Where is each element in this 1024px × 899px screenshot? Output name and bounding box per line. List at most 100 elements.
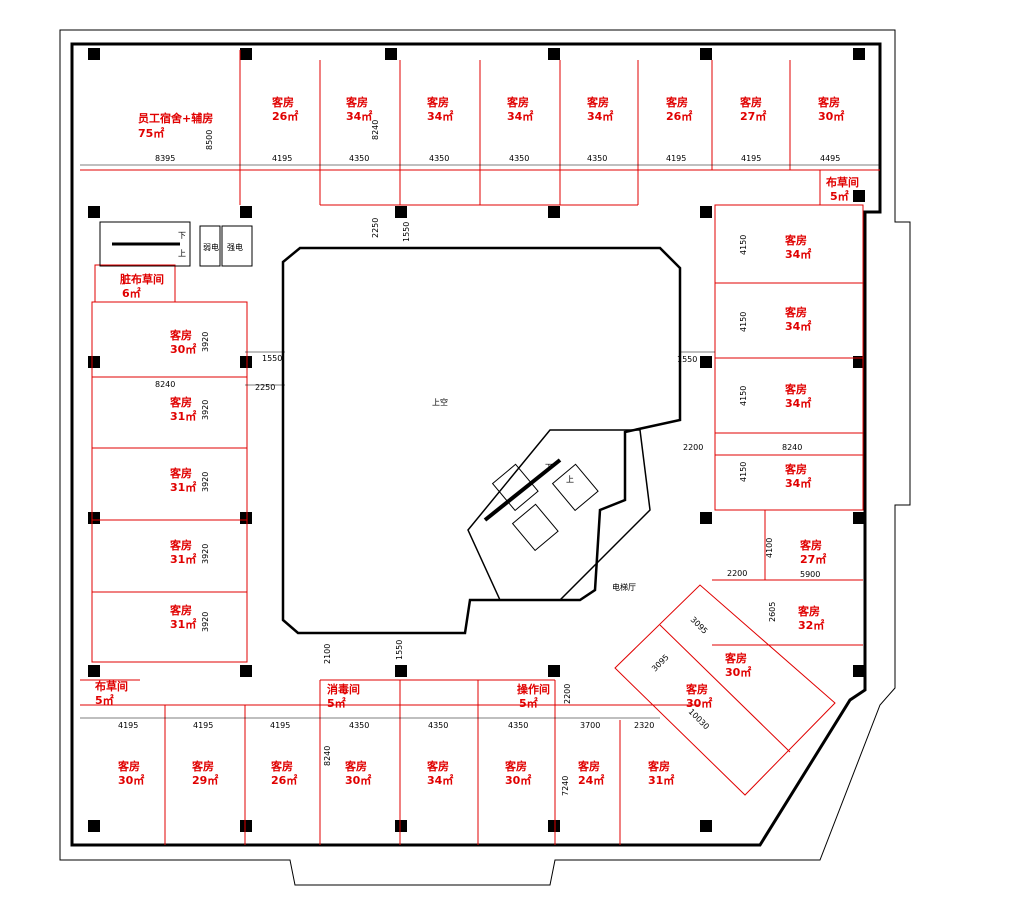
stair-nw — [99, 221, 253, 267]
dim-top-7: 4195 — [741, 154, 761, 163]
room-area-linen-ne: 5㎡ — [830, 189, 849, 203]
dim-bot-gap-c: 2200 — [563, 684, 572, 704]
room-area-left-2: 31㎡ — [170, 409, 196, 423]
dim-right-width: 8240 — [782, 443, 802, 452]
room-name-top-8: 客房 — [817, 95, 840, 109]
void-label: 上空 — [432, 397, 448, 407]
room-area-disinfect: 5㎡ — [327, 696, 346, 710]
dim-bot-5: 4350 — [508, 721, 528, 730]
dim-right-lower-b: 5900 — [800, 570, 820, 579]
dim-bot-2: 4195 — [270, 721, 290, 730]
room-area-left-4: 31㎡ — [170, 552, 196, 566]
room-area-right-2: 34㎡ — [785, 319, 811, 333]
room-area-bot-2: 29㎡ — [192, 773, 218, 787]
stair-up-label-core: 上 — [566, 475, 574, 484]
room-name-bot-3: 客房 — [270, 759, 293, 773]
room-name-dirty-linen: 脏布草间 — [120, 272, 164, 286]
room-name-bot-7: 客房 — [577, 759, 600, 773]
room-name-diag-1: 客房 — [724, 651, 747, 665]
dim-top-corridor-b: 2250 — [371, 218, 380, 238]
dim-bot-6: 3700 — [580, 721, 600, 730]
room-area-top-6: 26㎡ — [666, 109, 692, 123]
room-area-right-1: 34㎡ — [785, 247, 811, 261]
dim-bot-gap-b: 1550 — [395, 640, 404, 660]
room-name-right-1: 客房 — [784, 233, 807, 247]
room-area-left-3: 31㎡ — [170, 480, 196, 494]
room-area-bot-3: 26㎡ — [271, 773, 297, 787]
dim-top-2: 4350 — [349, 154, 369, 163]
dim-top-5: 4350 — [587, 154, 607, 163]
dim-top-corridor-c: 1550 — [402, 222, 411, 242]
elevator-hall-label: 电梯厅 — [612, 582, 636, 592]
dim-bot-7: 2320 — [634, 721, 654, 730]
columns — [88, 48, 865, 832]
exterior-wall — [59, 29, 911, 886]
dim-top-1: 4195 — [272, 154, 292, 163]
room-name-right-4: 客房 — [784, 462, 807, 476]
weak-current-label: 弱电 — [203, 242, 219, 252]
room-name-left-4: 客房 — [169, 538, 192, 552]
room-area-bot-6: 30㎡ — [505, 773, 531, 787]
room-area-dirty-linen: 6㎡ — [122, 286, 141, 300]
dim-left-1: 3920 — [201, 400, 210, 420]
dim-top-depth: 8500 — [205, 130, 214, 150]
dim-top-6: 4195 — [666, 154, 686, 163]
room-name-top-6: 客房 — [665, 95, 688, 109]
room-name-left-1: 客房 — [169, 328, 192, 342]
dim-diag-c: 10030 — [687, 707, 711, 731]
dim-right-3: 4150 — [739, 462, 748, 482]
dim-bot-3: 4350 — [349, 721, 369, 730]
stair-down-label-nw: 下 — [178, 231, 186, 240]
dim-right-gap-a: 1550 — [677, 355, 697, 364]
room-area-top-5: 34㎡ — [587, 109, 613, 123]
dim-left-3: 3920 — [201, 544, 210, 564]
room-area-diag-1: 30㎡ — [725, 665, 751, 679]
dim-bot-4: 4350 — [428, 721, 448, 730]
room-name-bot-8: 客房 — [647, 759, 670, 773]
room-name-right-5: 客房 — [799, 538, 822, 552]
room-name-disinfect: 消毒间 — [327, 682, 360, 696]
dim-left-2: 3920 — [201, 472, 210, 492]
dim-left-4: 3920 — [201, 612, 210, 632]
dim-top-8: 4495 — [820, 154, 840, 163]
room-name-top-1: 客房 — [271, 95, 294, 109]
room-name-left-5: 客房 — [169, 603, 192, 617]
dim-bot-depth: 8240 — [323, 746, 332, 766]
room-area-bot-4: 30㎡ — [345, 773, 371, 787]
room-area-top-7: 27㎡ — [740, 109, 766, 123]
room-name-top-2: 客房 — [345, 95, 368, 109]
room-name-top-4: 客房 — [506, 95, 529, 109]
room-area-bot-8: 31㎡ — [648, 773, 674, 787]
room-name-top-3: 客房 — [426, 95, 449, 109]
room-area-left-5: 31㎡ — [170, 617, 196, 631]
room-area-linen-sw: 5㎡ — [95, 693, 114, 707]
room-name-left-3: 客房 — [169, 466, 192, 480]
room-area-bot-1: 30㎡ — [118, 773, 144, 787]
dim-left-gap-a: 1550 — [262, 354, 282, 363]
room-area-left-1: 30㎡ — [170, 342, 196, 356]
dim-top-0: 8395 — [155, 154, 175, 163]
dimension-lines — [80, 164, 880, 719]
room-name-left-2: 客房 — [169, 395, 192, 409]
dim-top-corridor-a: 8240 — [371, 120, 380, 140]
dim-right-lower-c: 2200 — [727, 569, 747, 578]
stair-up-label-nw: 上 — [178, 249, 186, 258]
room-area-bot-5: 34㎡ — [427, 773, 453, 787]
misc-labels: 上空 电梯厅 下 上 下 上 弱电 强电 — [178, 231, 636, 592]
dim-bot-0: 4195 — [118, 721, 138, 730]
room-area-top-4: 34㎡ — [507, 109, 533, 123]
strong-current-label: 强电 — [227, 242, 243, 252]
room-name-bot-1: 客房 — [117, 759, 140, 773]
room-name-bot-4: 客房 — [344, 759, 367, 773]
room-name-bot-6: 客房 — [504, 759, 527, 773]
dim-left-gap-b: 2250 — [255, 383, 275, 392]
room-area-staff-dorm: 75㎡ — [138, 126, 164, 140]
dim-bot-gap-a: 2100 — [323, 644, 332, 664]
room-name-bot-2: 客房 — [191, 759, 214, 773]
dimension-texts: 8395 4195 4350 4350 4350 4350 4195 4195 … — [118, 120, 840, 796]
room-name-diag-2: 客房 — [685, 682, 708, 696]
dim-left-0: 3920 — [201, 332, 210, 352]
room-area-right-4: 34㎡ — [785, 476, 811, 490]
room-area-operation: 5㎡ — [519, 696, 538, 710]
